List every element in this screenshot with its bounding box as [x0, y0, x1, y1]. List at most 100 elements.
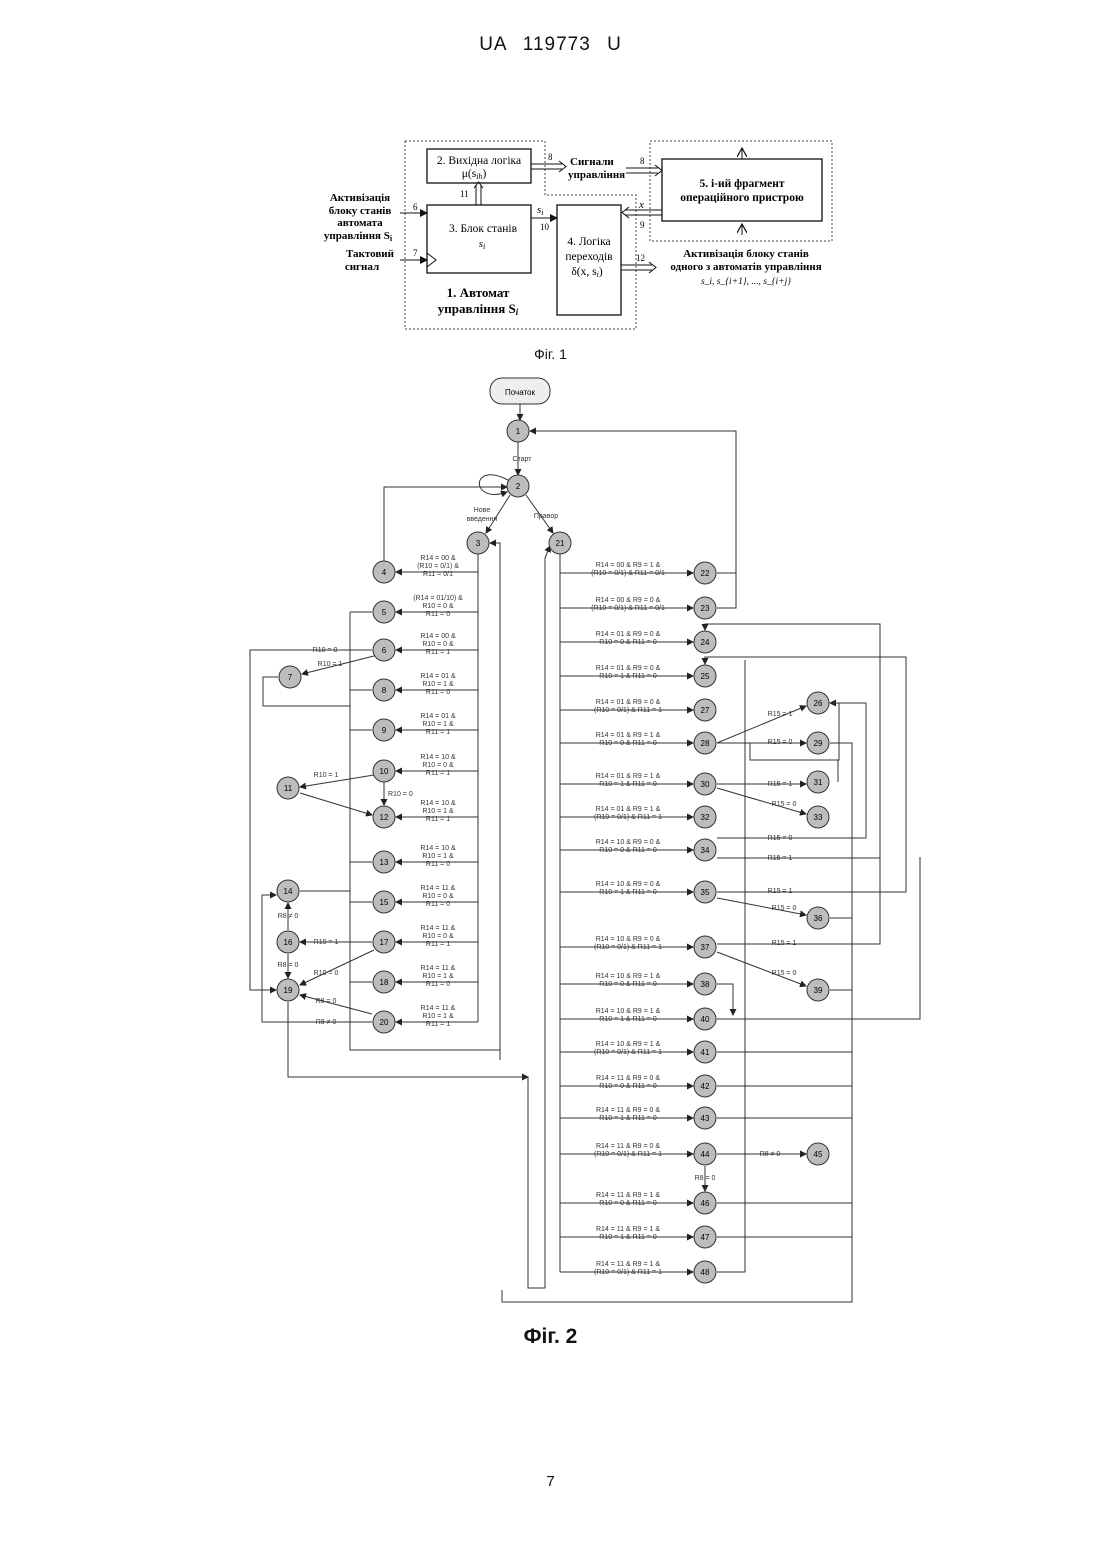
- condition-label: (R10 = 0/1) &: [417, 563, 459, 570]
- condition-label: (R10 = 0/1) & R11 = 1: [594, 1151, 662, 1158]
- edge-label-check: Правор: [534, 513, 558, 520]
- condition-label: R10 = 0 & R11 = 0: [599, 740, 657, 747]
- state-node-number: 45: [814, 1150, 823, 1159]
- condition-label: R15 = 0: [768, 739, 793, 746]
- condition-label: R10 = 1: [318, 661, 343, 668]
- condition-label: R14 = 11 & R9 = 0 &: [596, 1107, 660, 1114]
- condition-label: R14 = 00 & R9 = 0 &: [596, 597, 661, 604]
- state-node-number: 30: [701, 780, 710, 789]
- state-node-number: 25: [701, 672, 710, 681]
- state-node-number: 37: [701, 943, 710, 952]
- svg-text:переходів: переходів: [565, 251, 613, 263]
- condition-label: R10 = 1 & R11 = 0: [599, 1115, 657, 1122]
- state-node-number: 20: [380, 1018, 389, 1027]
- condition-label: R11 = 1: [426, 649, 450, 656]
- svg-text:δ(x, si): δ(x, si): [571, 266, 602, 279]
- condition-label: R10 = 0 &: [422, 641, 454, 648]
- svg-text:9: 9: [640, 220, 645, 230]
- condition-label: R8 = 0: [695, 1175, 716, 1182]
- figure-1-caption: Фіг. 1: [0, 346, 1101, 362]
- condition-label: R14 = 11 &: [421, 885, 456, 892]
- figure-2-caption: Фіг. 2: [0, 1325, 1101, 1349]
- condition-label: R10 = 1 & R11 = 0: [599, 1016, 657, 1023]
- state-node-number: 7: [288, 673, 293, 682]
- condition-label: R10 = 0 & R11 = 0: [599, 981, 657, 988]
- state-node-number: 44: [701, 1150, 710, 1159]
- condition-label: R10 = 1 &: [422, 721, 454, 728]
- state-node-number: 46: [701, 1199, 710, 1208]
- edge-label-new: введення: [467, 516, 498, 523]
- state-node-number: 42: [701, 1082, 710, 1091]
- svg-text:4. Логіка: 4. Логіка: [567, 236, 610, 248]
- state-node-number: 27: [701, 706, 710, 715]
- condition-label: R14 = 01 &: [420, 673, 456, 680]
- condition-label: R15 = 1: [768, 888, 793, 895]
- condition-label: R15 = 1: [772, 940, 797, 947]
- condition-label: R10 = 0 &: [422, 933, 454, 940]
- state-node-number: 24: [701, 638, 710, 647]
- condition-label: (R10 = 0/1) & R11 = 1: [594, 1269, 662, 1276]
- svg-text:7: 7: [413, 248, 418, 258]
- state-node-number: 9: [382, 726, 387, 735]
- svg-text:12: 12: [636, 253, 645, 263]
- condition-label: R11 = 1: [426, 1021, 450, 1028]
- condition-label: R14 = 10 & R9 = 0 &: [596, 839, 661, 846]
- svg-text:10: 10: [540, 222, 550, 232]
- state-node-number: 13: [380, 858, 389, 867]
- condition-label: (R10 = 0/1) & R11 = 0/1: [591, 605, 665, 612]
- condition-label: R10 = 1 &: [422, 1013, 454, 1020]
- state-node-number: 38: [701, 980, 710, 989]
- state-node-number: 22: [701, 569, 710, 578]
- condition-label: R10 = 1 &: [422, 973, 454, 980]
- condition-label: R14 = 10 & R9 = 1 &: [596, 1041, 661, 1048]
- condition-label: R8 ≠ 0: [760, 1151, 781, 1158]
- svg-text:11: 11: [460, 189, 469, 199]
- condition-label: R14 = 01 & R9 = 0 &: [596, 631, 661, 638]
- condition-label: R14 = 11 & R9 = 0 &: [596, 1075, 660, 1082]
- condition-label: R11 = 0: [426, 981, 450, 988]
- svg-text:μ(sih): μ(sih): [462, 168, 487, 181]
- svg-text:si: si: [537, 204, 544, 217]
- svg-text:5. i-ий фрагмент: 5. i-ий фрагмент: [699, 178, 784, 190]
- svg-text:6: 6: [413, 202, 418, 212]
- condition-label: R14 = 00 & R9 = 1 &: [596, 562, 661, 569]
- condition-label: R8 ≠ 0: [278, 913, 299, 920]
- condition-label: R10 = 1 &: [422, 853, 454, 860]
- state-node-number: 3: [476, 539, 481, 548]
- condition-label: R14 = 11 &: [421, 965, 456, 972]
- state-node-number: 1: [516, 427, 521, 436]
- condition-label: R10 = 0 &: [422, 762, 454, 769]
- condition-label: R14 = 00 &: [420, 633, 456, 640]
- condition-label: R14 = 10 & R9 = 1 &: [596, 1008, 661, 1015]
- svg-text:Активізація блоку станів: Активізація блоку станів: [683, 248, 809, 260]
- condition-label: R10 = 0 & R11 = 0: [599, 639, 657, 646]
- state-node-number: 43: [701, 1114, 710, 1123]
- figure-1-block-diagram: 2. Вихідна логіка μ(sih) 3. Блок станів …: [300, 135, 850, 345]
- condition-label: R10 = 0 &: [422, 603, 454, 610]
- condition-label: R10 = 1 &: [422, 808, 454, 815]
- state-node-number: 26: [814, 699, 823, 708]
- condition-label: R11 = 0: [426, 861, 450, 868]
- svg-text:сигнал: сигнал: [345, 261, 379, 273]
- svg-text:x: x: [638, 199, 644, 211]
- condition-label: R14 = 11 &: [421, 925, 456, 932]
- condition-label: R14 = 00 &: [420, 555, 456, 562]
- condition-label: R10 = 0: [313, 647, 338, 654]
- svg-text:Активізація: Активізація: [330, 192, 390, 204]
- svg-text:одного з автоматів управління: одного з автоматів управління: [670, 261, 821, 273]
- condition-label: R14 = 01 & R9 = 1 &: [596, 806, 661, 813]
- condition-label: (R10 = 0/1) & R11 = 0/1: [591, 570, 665, 577]
- condition-label: R14 = 01 & R9 = 1 &: [596, 773, 661, 780]
- condition-label: R15 = 0: [772, 905, 797, 912]
- state-node-number: 11: [284, 784, 293, 793]
- state-node-number: 33: [814, 813, 823, 822]
- condition-label: (R10 = 0/1) & R11 = 1: [594, 707, 662, 714]
- state-node-number: 19: [284, 986, 293, 995]
- condition-label: R10 = 0 & R11 = 0: [599, 847, 657, 854]
- condition-label: R10 = 0: [388, 791, 413, 798]
- svg-text:1. Автомат: 1. Автомат: [447, 285, 510, 300]
- svg-text:8: 8: [548, 152, 553, 162]
- state-node-number: 4: [382, 568, 387, 577]
- condition-label: R15 = 0: [772, 801, 797, 808]
- svg-text:управління: управління: [568, 169, 625, 181]
